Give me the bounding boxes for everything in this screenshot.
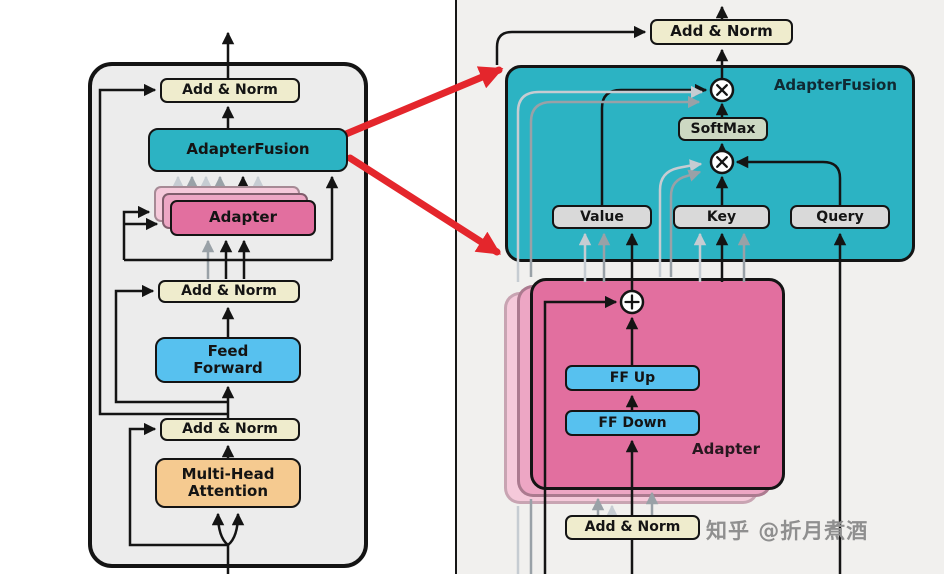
right-adapterfusion-label: AdapterFusion bbox=[773, 76, 897, 94]
panel-divider-line bbox=[455, 0, 457, 574]
left-add-norm-top-box: Add & Norm bbox=[160, 78, 300, 103]
left-add-norm-bottom-box: Add & Norm bbox=[160, 418, 300, 441]
left-adapterfusion-box: AdapterFusion bbox=[148, 128, 348, 172]
left-adapter-box: Adapter bbox=[170, 200, 316, 236]
right-add-norm-bottom-box: Add & Norm bbox=[565, 515, 700, 540]
watermark: 知乎 @折月煮酒 bbox=[706, 519, 869, 543]
right-ff-up-box: FF Up bbox=[565, 365, 700, 391]
left-multi-head-attention-box: Multi-Head Attention bbox=[155, 458, 301, 508]
left-add-norm-mid-box: Add & Norm bbox=[158, 280, 300, 303]
right-ff-down-box: FF Down bbox=[565, 410, 700, 436]
right-query-box: Query bbox=[790, 205, 890, 229]
right-adapter-label: Adapter bbox=[692, 440, 760, 458]
left-feed-forward-box: Feed Forward bbox=[155, 337, 301, 383]
right-value-box: Value bbox=[552, 205, 652, 229]
right-softmax-box: SoftMax bbox=[678, 117, 768, 141]
right-add-norm-top-box: Add & Norm bbox=[650, 19, 793, 45]
right-adapterfusion-container bbox=[505, 65, 915, 262]
right-key-box: Key bbox=[673, 205, 770, 229]
